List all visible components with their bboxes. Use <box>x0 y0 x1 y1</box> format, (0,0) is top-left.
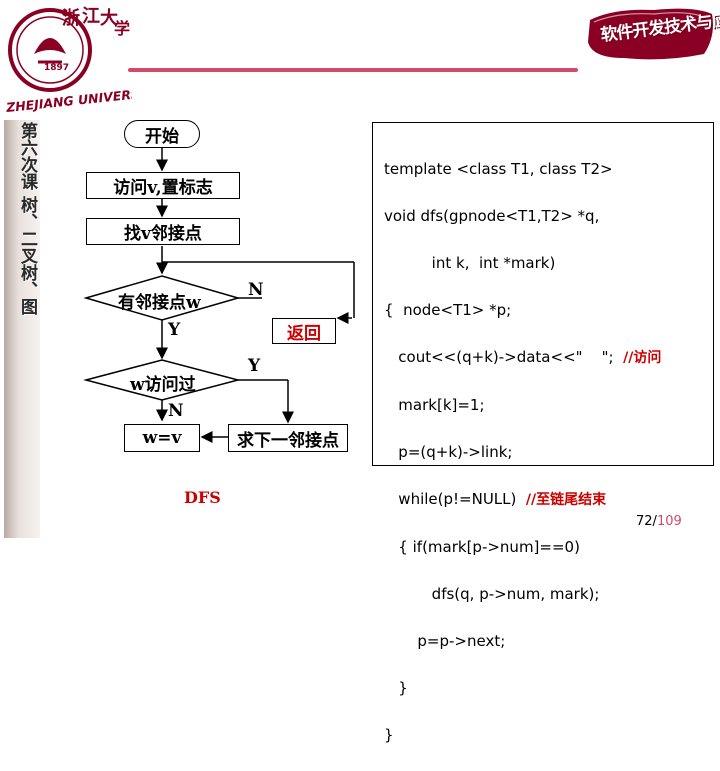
code-line-7: p=(q+k)->link; <box>384 442 513 461</box>
logo-year: 1897 <box>44 63 69 73</box>
sidebar <box>4 120 40 538</box>
return-node: 返回 <box>272 318 336 344</box>
diagram-caption: DFS <box>184 488 221 507</box>
decision-has-adjacent <box>83 275 241 321</box>
has-adjacent-label: 有邻接点w <box>118 293 201 313</box>
find-adjacent-node: 找v邻接点 <box>86 218 240 245</box>
code-line-1: template <class T1, class T2> <box>384 159 613 178</box>
code-line-4: { node<T1> *p; <box>384 300 512 319</box>
code-line-9: { if(mark[p->num]==0) <box>384 537 580 556</box>
yes-label-1: Y <box>168 320 181 340</box>
decision-visited <box>83 359 241 401</box>
page-current: 72 <box>636 514 653 529</box>
visited-label: w访问过 <box>130 375 196 395</box>
code-line-3: int k, int *mark) <box>384 253 556 272</box>
next-adjacent-node: 求下一邻接点 <box>228 424 348 452</box>
course-badge <box>588 8 713 60</box>
no-label-1: N <box>248 280 264 300</box>
university-logo: 1897 ZHEJIANG UNIVERSITY 浙 江 大 学 <box>4 6 132 112</box>
code-line-6: mark[k]=1; <box>384 395 485 414</box>
code-block: template <class T1, class T2> void dfs(g… <box>384 134 661 771</box>
comment-visit: //访问 <box>623 349 662 366</box>
flowchart-connectors <box>83 147 355 443</box>
assign-node: w=v <box>124 424 200 452</box>
yes-label-2: Y <box>248 356 261 376</box>
code-line-2: void dfs(gpnode<T1,T2> *q, <box>384 206 600 225</box>
logo-char-1: 浙 <box>62 7 80 29</box>
code-line-12: } <box>384 678 408 697</box>
page-total: 109 <box>656 514 682 529</box>
code-line-5: cout<<(q+k)->data<<" "; //访问 <box>384 346 661 371</box>
logo-char-2: 江 <box>82 6 100 27</box>
logo-char-3: 大 <box>100 7 118 29</box>
code-line-11: p=p->next; <box>384 631 506 650</box>
code-line-5-text: cout<<(q+k)->data<<" "; <box>384 347 624 366</box>
code-line-10: dfs(q, p->num, mark); <box>384 584 600 603</box>
code-line-8: while(p!=NULL) //至链尾结束 <box>384 488 661 513</box>
no-label-2: N <box>168 401 184 421</box>
start-node: 开始 <box>124 120 200 148</box>
lecture-title: 第六次课 树、二叉树、图 <box>17 122 37 315</box>
logo-char-4: 学 <box>114 19 130 38</box>
code-line-13: } <box>384 725 394 744</box>
visit-node: 访问v,置标志 <box>86 172 240 199</box>
page-number: 72/109 <box>636 514 682 529</box>
code-line-8-text: while(p!=NULL) <box>384 489 526 508</box>
code-panel <box>372 122 714 466</box>
header-divider <box>128 68 578 72</box>
comment-end: //至链尾结束 <box>525 491 607 508</box>
page-separator: / <box>652 514 657 529</box>
